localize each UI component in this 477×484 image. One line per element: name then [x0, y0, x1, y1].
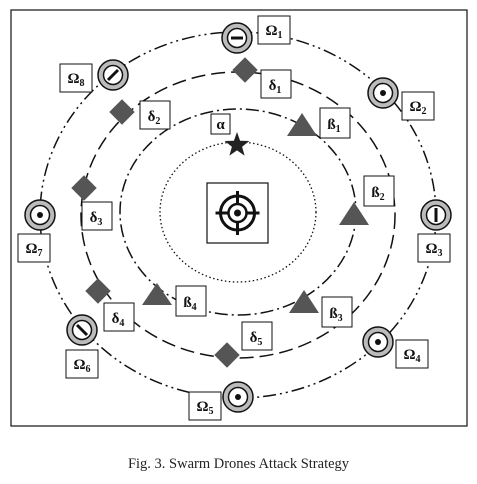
delta-drone-5: δ5: [214, 321, 273, 368]
delta-drone-4: δ4: [85, 278, 135, 332]
delta-label-5: δ5: [250, 330, 263, 348]
beta-label-3: ß3: [329, 306, 342, 324]
ring-drone-icon: [66, 314, 98, 346]
ring-drone-icon: [362, 326, 394, 358]
delta-drone-3: δ3: [71, 175, 113, 231]
ring-drone-icon: [222, 381, 254, 413]
omega-drone-6: Ω6: [65, 314, 99, 379]
beta-label-4: ß4: [183, 295, 196, 313]
target-center: [206, 182, 269, 244]
triangle-icon: [142, 283, 172, 305]
delta-drone-2: δ2: [109, 99, 171, 130]
delta-drone-1: δ1: [232, 57, 292, 99]
delta-label-3: δ3: [90, 210, 103, 228]
omega-label-4: Ω4: [403, 347, 420, 365]
beta-drone-1: ß1: [287, 107, 351, 139]
omega-drone-3: Ω3: [417, 199, 452, 263]
omega-label-5: Ω5: [196, 399, 213, 417]
beta-drone-4: ß4: [142, 283, 207, 317]
diagram-frame: [10, 9, 468, 427]
omega-drone-5: Ω5: [188, 381, 254, 421]
diamond-icon: [232, 57, 258, 83]
ring-drone-icon: [97, 59, 129, 91]
swarm-diagram: α ß1 ß2 ß3 ß4 δ1 δ2 δ3 δ4: [10, 9, 468, 427]
omega-label-8: Ω8: [67, 71, 84, 89]
omega-drone-7: Ω7: [17, 199, 56, 263]
omega-label-2: Ω2: [409, 99, 426, 117]
diamond-icon: [71, 175, 97, 201]
triangle-icon: [339, 202, 369, 225]
omega-drone-8: Ω8: [59, 59, 129, 93]
omega-label-6: Ω6: [73, 357, 90, 375]
diamond-icon: [214, 342, 240, 368]
diamond-icon: [85, 278, 111, 304]
crosshair-target-icon: [215, 191, 260, 235]
figure-caption: Fig. 3. Swarm Drones Attack Strategy: [127, 456, 350, 472]
beta-drone-2: ß2: [339, 175, 395, 225]
delta-label-1: δ1: [269, 78, 282, 96]
omega-label-3: Ω3: [425, 241, 442, 259]
omega-drone-2: Ω2: [367, 77, 435, 121]
ring-drone-icon: [420, 199, 452, 231]
omega-drone-1: Ω1: [221, 15, 291, 54]
ring-drone-icon: [367, 77, 399, 109]
beta-label-2: ß2: [371, 185, 384, 203]
alpha-drone: α: [210, 113, 250, 156]
ring-drone-icon: [24, 199, 56, 231]
diamond-icon: [109, 99, 135, 125]
beta-label-1: ß1: [327, 117, 340, 135]
alpha-label: α: [216, 117, 225, 133]
omega-label-7: Ω7: [25, 241, 42, 259]
triangle-icon: [287, 113, 317, 136]
star-icon: [224, 132, 250, 156]
delta-label-2: δ2: [148, 109, 161, 127]
alpha-label-box: [210, 113, 231, 135]
omega-label-1: Ω1: [265, 23, 282, 41]
beta-drone-3: ß3: [289, 290, 353, 328]
omega-drone-4: Ω4: [362, 326, 429, 369]
ring-drone-icon: [221, 22, 253, 54]
triangle-icon: [289, 290, 319, 313]
delta-label-4: δ4: [112, 311, 125, 329]
